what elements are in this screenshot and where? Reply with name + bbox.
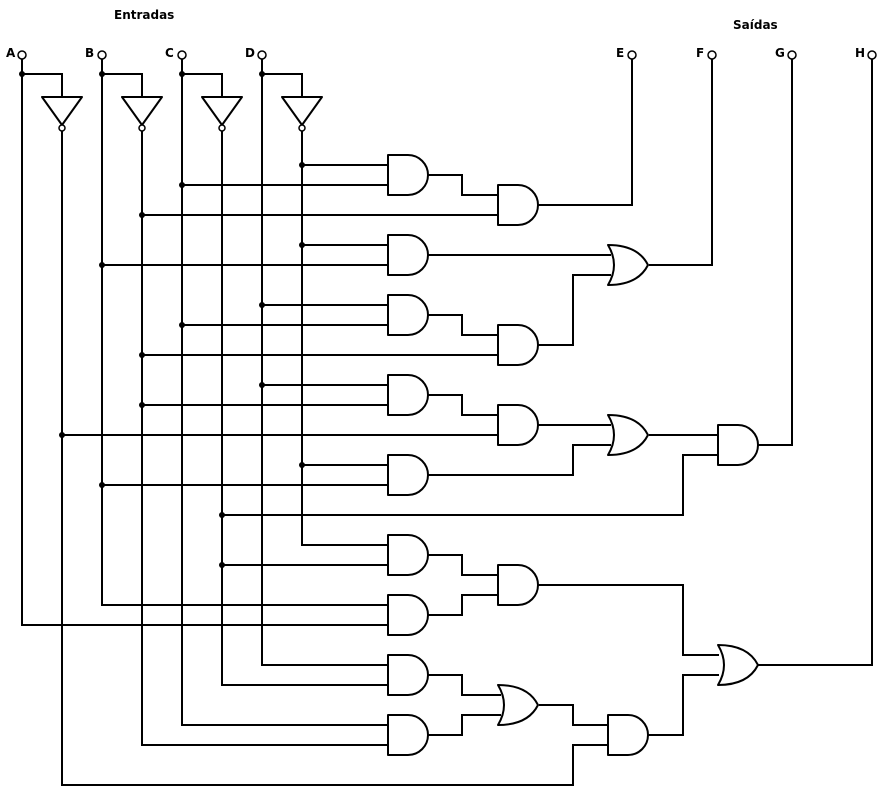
and-gate-8-icon	[387, 454, 429, 496]
not-gate-b-icon-bubble	[138, 124, 146, 132]
junction-dot-4	[259, 71, 265, 77]
input-pin-b	[97, 50, 107, 60]
junction-dot-9	[99, 262, 105, 268]
output-pin-h	[867, 50, 877, 60]
output-label-f: F	[696, 46, 704, 60]
wire-g-out	[757, 56, 793, 446]
junction-dot-14	[139, 402, 145, 408]
junction-dot-1	[19, 71, 25, 77]
inputs-title: Entradas	[114, 8, 174, 22]
junction-dot-2	[99, 71, 105, 77]
and-gate-7-icon	[497, 404, 539, 446]
wire-g9-in2	[221, 454, 719, 516]
output-label-e: E	[616, 46, 624, 60]
junction-dot-17	[99, 482, 105, 488]
wire-g13-out	[427, 674, 501, 696]
junction-dot-5	[299, 162, 305, 168]
junction-dot-18	[219, 512, 225, 518]
and-gate-6-icon	[387, 374, 429, 416]
not-gate-c-icon-bubble	[218, 124, 226, 132]
output-pin-e	[627, 50, 637, 60]
wire-g14-out	[427, 714, 501, 736]
wire-g11-out	[427, 594, 499, 616]
gates	[41, 96, 759, 756]
wire-a-to-not	[21, 73, 63, 98]
junction-dot-12	[139, 352, 145, 358]
junction-dots	[19, 71, 305, 568]
not-gate-b-icon	[121, 96, 163, 126]
or-gate-1-icon	[607, 244, 649, 286]
junction-dot-11	[179, 322, 185, 328]
junction-dot-3	[179, 71, 185, 77]
output-pin-g	[787, 50, 797, 60]
not-gate-d-icon-bubble	[298, 124, 306, 132]
wire-rail-a-not	[61, 130, 609, 786]
output-label-g: G	[775, 46, 785, 60]
or-gate-4-icon	[717, 644, 759, 686]
and-gate-9-icon	[717, 424, 759, 466]
and-gate-4-icon	[387, 294, 429, 336]
outputs-title: Saídas	[733, 18, 778, 32]
not-gate-a-icon	[41, 96, 83, 126]
wire-g4-out	[427, 314, 499, 336]
wire-f-out	[649, 56, 713, 266]
wire-g15-out	[647, 674, 719, 736]
and-gate-3-icon	[387, 234, 429, 276]
or-gate-3-icon	[497, 684, 539, 726]
input-label-c: C	[165, 46, 174, 60]
junction-dot-16	[299, 462, 305, 468]
not-gate-d-icon	[281, 96, 323, 126]
input-pin-a	[17, 50, 27, 60]
junction-dot-7	[139, 212, 145, 218]
not-gate-a-icon-bubble	[58, 124, 66, 132]
wire-g10-out	[427, 554, 499, 576]
junction-dot-19	[219, 562, 225, 568]
wire-e-out	[537, 56, 633, 206]
wires	[21, 56, 873, 786]
wire-d-to-not	[261, 73, 303, 98]
and-gate-10-icon	[387, 534, 429, 576]
wire-h-out	[757, 56, 873, 666]
input-label-b: B	[85, 46, 94, 60]
or-gate-2-icon	[607, 414, 649, 456]
input-label-a: A	[6, 46, 16, 60]
input-pin-c	[177, 50, 187, 60]
output-pin-f	[707, 50, 717, 60]
and-gate-1-icon	[387, 154, 429, 196]
output-label-h: H	[855, 46, 865, 60]
junction-dot-13	[259, 382, 265, 388]
and-gate-2-icon	[497, 184, 539, 226]
and-gate-11-icon	[387, 594, 429, 636]
input-label-d: D	[245, 46, 255, 60]
not-gate-c-icon	[201, 96, 243, 126]
and-gate-13-icon	[387, 654, 429, 696]
and-gate-5-icon	[497, 324, 539, 366]
wire-g1-out	[427, 174, 499, 196]
junction-dot-8	[299, 242, 305, 248]
wire-b-to-not	[101, 73, 143, 98]
and-gate-12-icon	[497, 564, 539, 606]
wire-g5-out	[537, 274, 611, 346]
wire-or3-out	[539, 704, 609, 726]
junction-dot-6	[179, 182, 185, 188]
and-gate-14-icon	[387, 714, 429, 756]
input-pin-d	[257, 50, 267, 60]
junction-dot-15	[59, 432, 65, 438]
pins	[17, 50, 877, 60]
wire-g8-out	[427, 444, 611, 476]
wire-c-to-not	[181, 73, 223, 98]
junction-dot-10	[259, 302, 265, 308]
wire-g12-out	[537, 584, 719, 656]
wire-g6-out	[427, 394, 499, 416]
and-gate-15-icon	[607, 714, 649, 756]
